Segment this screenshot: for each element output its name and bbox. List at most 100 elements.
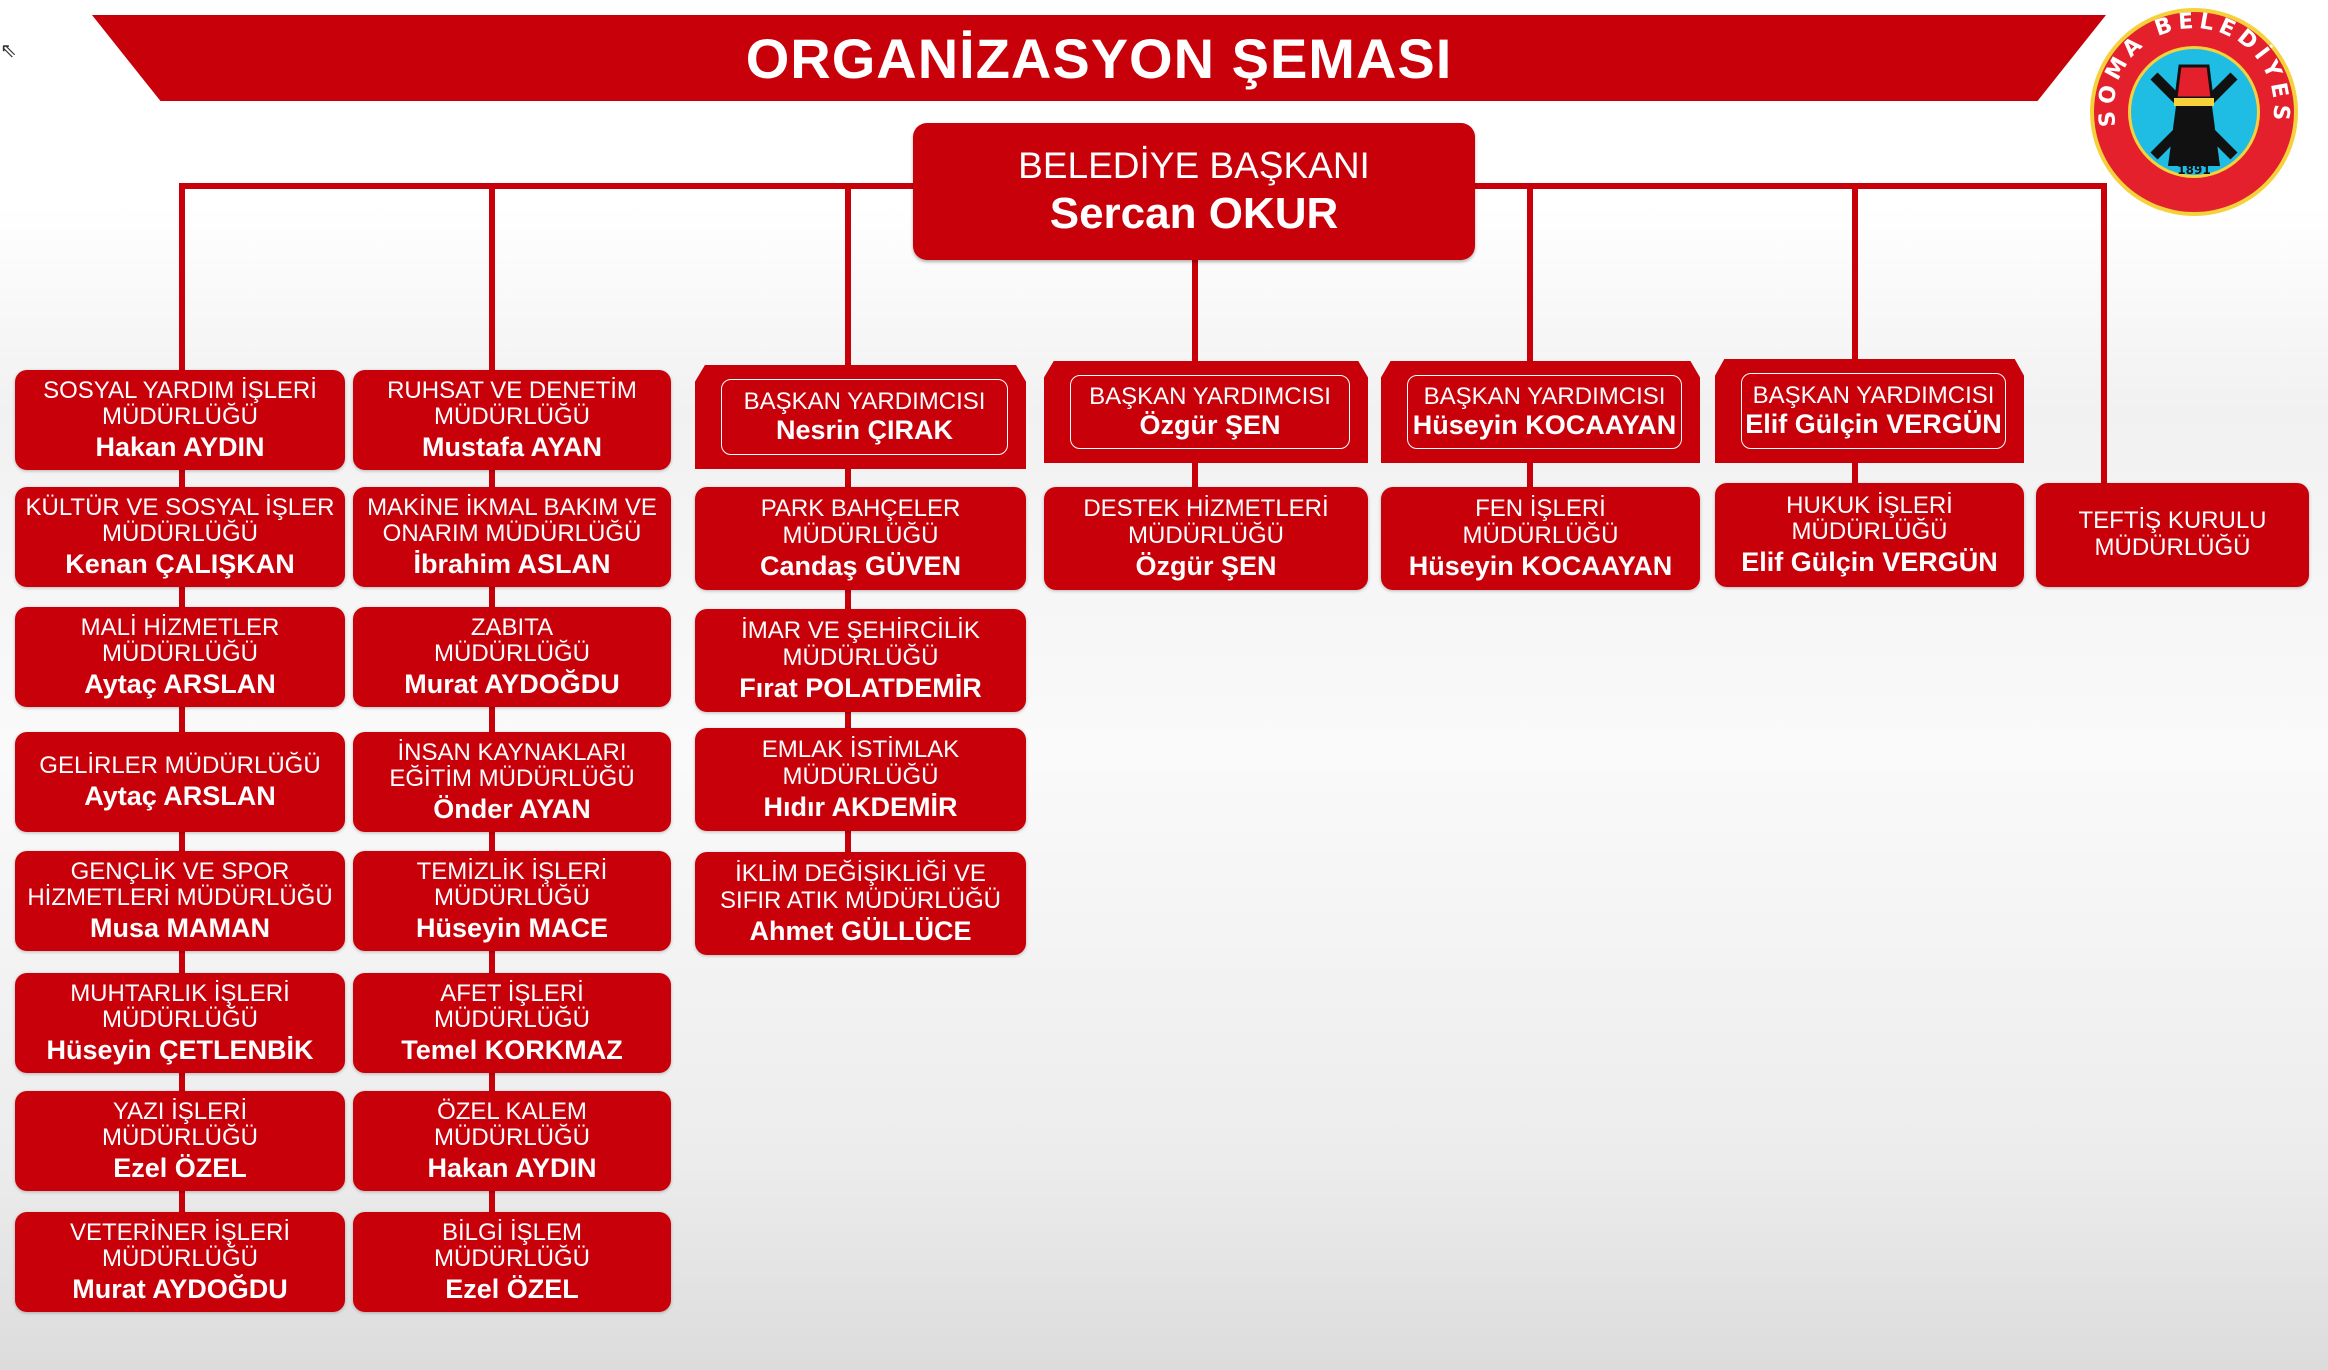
department-label: TEFTİŞ KURULU <box>2078 507 2267 535</box>
department-label: FEN İŞLERİ <box>1475 495 1606 522</box>
department-label: MÜDÜRLÜĞÜ <box>434 403 590 431</box>
department-head-name: Ahmet GÜLLÜCE <box>749 915 972 946</box>
department-label: SIFIR ATIK MÜDÜRLÜĞÜ <box>720 886 1001 914</box>
department-label: MÜDÜRLÜĞÜ <box>102 1006 258 1034</box>
department-label: MALİ HİZMETLER <box>80 613 280 641</box>
department-label: MÜDÜRLÜĞÜ <box>434 1245 590 1273</box>
department-label: MÜDÜRLÜĞÜ <box>102 1245 258 1273</box>
connector-col7 <box>2101 183 2107 488</box>
connector-col5 <box>1527 183 1533 493</box>
department-head-name: Ezel ÖZEL <box>113 1153 247 1184</box>
department-label: MAKİNE İKMAL BAKIM VE <box>367 493 657 521</box>
department-label: MUHTARLIK İŞLERİ <box>70 979 290 1007</box>
department-label: MÜDÜRLÜĞÜ <box>434 640 590 668</box>
department-label: DESTEK HİZMETLERİ <box>1083 495 1329 522</box>
department-label: KÜLTÜR VE SOSYAL İŞLER <box>25 493 335 521</box>
department-label: MÜDÜRLÜĞÜ <box>782 762 939 790</box>
department-label: ONARIM MÜDÜRLÜĞÜ <box>382 520 642 548</box>
connector-col2 <box>489 183 495 1243</box>
department-head-name: Murat AYDOĞDU <box>404 669 620 700</box>
department-head-name: Temel KORKMAZ <box>401 1035 623 1066</box>
department-head-name: Hüseyin ÇETLENBİK <box>46 1035 314 1066</box>
department-head-name: Candaş GÜVEN <box>759 550 962 581</box>
deputy-title: BAŞKAN YARDIMCISI <box>1089 382 1331 410</box>
department-head-name: Mustafa AYAN <box>421 432 603 463</box>
department-head-name: Hüseyin KOCAAYAN <box>1408 550 1673 581</box>
department-label: GENÇLİK VE SPOR <box>70 857 290 885</box>
deputy-title: BAŞKAN YARDIMCISI <box>743 387 986 415</box>
department-label: MÜDÜRLÜĞÜ <box>102 640 258 668</box>
connector-col1 <box>179 183 185 1243</box>
department-label: EMLAK İSTİMLAK <box>761 736 960 763</box>
department-label: MÜDÜRLÜĞÜ <box>1791 518 1948 546</box>
department-label: MÜDÜRLÜĞÜ <box>434 1124 590 1152</box>
department-label: SOSYAL YARDIM İŞLERİ <box>43 376 317 404</box>
department-head-name: Kenan ÇALIŞKAN <box>65 549 295 580</box>
department-head-name: Hıdır AKDEMİR <box>763 791 958 822</box>
department-label: MÜDÜRLÜĞÜ <box>1462 521 1619 549</box>
deputy-name: Hüseyin KOCAAYAN <box>1412 410 1677 441</box>
department-label: İNSAN KAYNAKLARI <box>397 738 627 766</box>
department-head-name: Hakan AYDIN <box>95 432 265 463</box>
department-head-name: Elif Gülçin VERGÜN <box>1741 547 1998 578</box>
department-label: MÜDÜRLÜĞÜ <box>102 1124 258 1152</box>
department-label: MÜDÜRLÜĞÜ <box>782 521 939 549</box>
deputy-name: Elif Gülçin VERGÜN <box>1745 409 2002 440</box>
department-head-name: Hakan AYDIN <box>427 1153 597 1184</box>
department-label: MÜDÜRLÜĞÜ <box>102 403 258 431</box>
connector-col6 <box>1852 183 1858 493</box>
department-label: GELİRLER MÜDÜRLÜĞÜ <box>39 751 321 779</box>
department-label: HİZMETLERİ MÜDÜRLÜĞÜ <box>27 884 333 912</box>
department-head-name: Musa MAMAN <box>90 913 270 944</box>
mouse-cursor-icon: ⇖ <box>0 40 17 62</box>
department-label: VETERİNER İŞLERİ <box>69 1218 291 1246</box>
department-label: BİLGİ İŞLEM <box>441 1218 583 1246</box>
department-head-name: Özgür ŞEN <box>1135 550 1277 581</box>
department-label: MÜDÜRLÜĞÜ <box>1128 521 1284 549</box>
department-head-name: Aytaç ARSLAN <box>84 669 276 700</box>
department-label: EĞİTİM MÜDÜRLÜĞÜ <box>389 765 635 793</box>
soma-belediyesi-logo: SOMA BELEDİYESİ 1891 <box>2088 6 2298 216</box>
department-label: RUHSAT VE DENETİM <box>387 376 637 404</box>
department-label: MÜDÜRLÜĞÜ <box>782 643 939 671</box>
department-label: TEMİZLİK İŞLERİ <box>416 857 608 885</box>
mayor-title: BELEDİYE BAŞKANI <box>1018 144 1370 186</box>
deputy-name: Özgür ŞEN <box>1139 410 1281 441</box>
deputy-title: BAŞKAN YARDIMCISI <box>1423 382 1666 410</box>
mayor-name: Sercan OKUR <box>1049 188 1339 238</box>
department-label: İMAR VE ŞEHİRCİLİK <box>741 617 980 644</box>
logo-year: 1891 <box>2177 163 2210 177</box>
department-label: ZABITA <box>470 613 554 641</box>
department-head-name: Aytaç ARSLAN <box>84 780 276 811</box>
deputy-name: Nesrin ÇIRAK <box>775 415 954 446</box>
department-label: MÜDÜRLÜĞÜ <box>434 1006 590 1034</box>
mayor-box: BELEDİYE BAŞKANI Sercan OKUR <box>913 123 1475 260</box>
department-head-name: Hüseyin MACE <box>415 913 609 944</box>
